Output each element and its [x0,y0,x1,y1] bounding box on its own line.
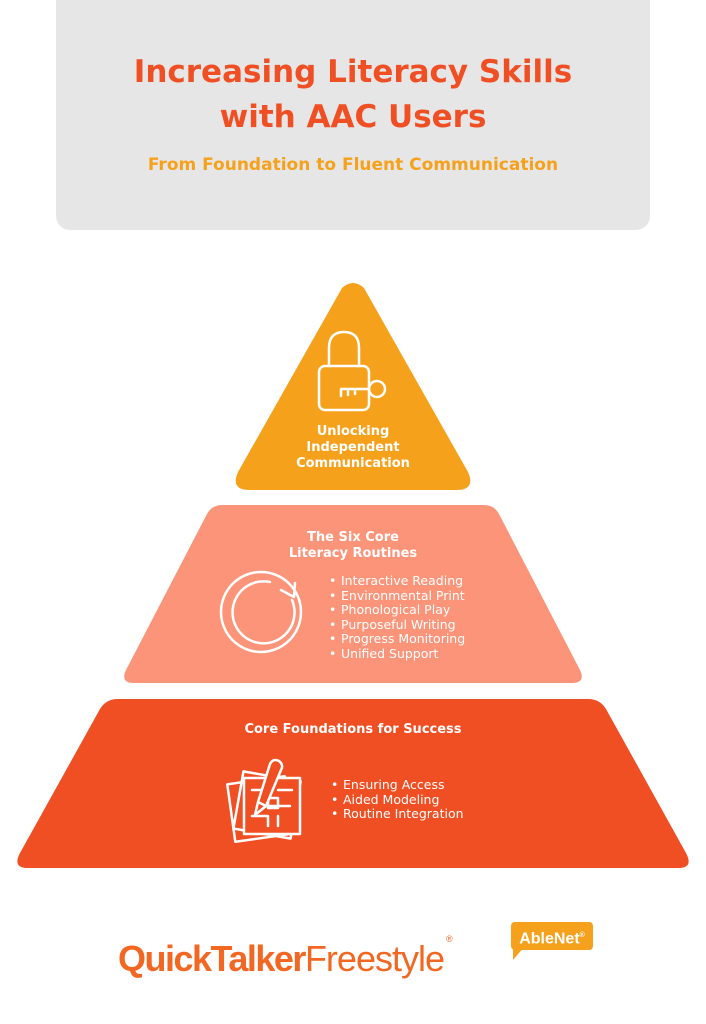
ablenet-text: AbleNet [519,930,580,948]
bottom-tier-list: Ensuring Access Aided Modeling Routine I… [331,777,464,822]
title-line-2: with AAC Users [219,99,487,135]
page-title: Increasing Literacy Skills with AAC User… [56,50,650,140]
list-item: Ensuring Access [331,777,464,793]
header-banner: Increasing Literacy Skills with AAC User… [56,0,650,230]
top-tier-title-line: Independent [306,440,400,455]
list-item: Phonological Play [329,603,465,618]
ablenet-logo: AbleNet® [511,922,593,962]
logo-brand-light: Freestyle [304,938,445,979]
list-item: Interactive Reading [329,573,465,589]
circular-arrow-icon [219,570,303,654]
bottom-tier-title: Core Foundations for Success [203,722,503,738]
list-item: Unified Support [329,646,465,662]
list-item: Aided Modeling [331,792,464,808]
logo-brand-bold: QuickTalker [118,938,306,979]
title-line-1: Increasing Literacy Skills [133,54,573,90]
ablenet-badge: AbleNet® [511,922,593,950]
middle-tier-title-line: The Six Core [307,530,399,545]
page-subtitle: From Foundation to Fluent Communication [147,155,559,175]
list-item: Routine Integration [331,807,464,822]
top-tier-title-line: Communication [296,456,410,471]
top-tier-title: Unlocking Independent Communication [280,424,426,472]
ablenet-registered-mark: ® [579,932,585,939]
list-item: Environmental Print [329,588,465,604]
pyramid-tier-top [235,283,471,490]
padlock-key-icon [317,330,387,412]
list-item: Purposeful Writing [329,617,465,633]
middle-tier-title-line: Literacy Routines [288,546,418,561]
quicktalker-logo: QuickTalker Freestyle ® [118,920,453,980]
list-item: Progress Monitoring [329,632,465,647]
pencil-documents-icon [225,758,302,844]
top-tier-title-line: Unlocking [316,424,390,439]
middle-tier-title: The Six Core Literacy Routines [263,530,443,562]
middle-tier-list: Interactive Reading Environmental Print … [329,573,465,662]
registered-mark: ® [445,934,453,944]
bottom-tier-title-line: Core Foundations for Success [244,722,462,737]
